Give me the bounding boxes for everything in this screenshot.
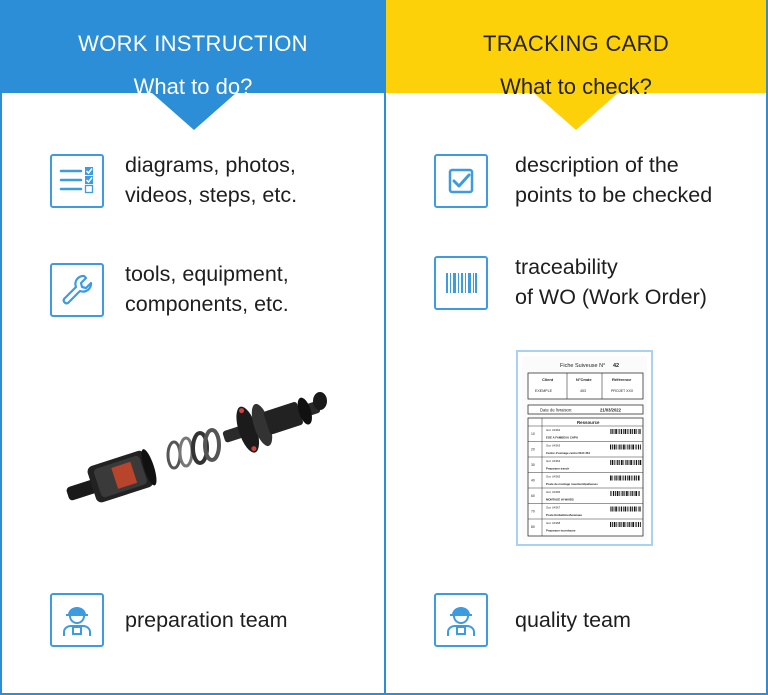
- card-resource-header: Ressource: [577, 420, 600, 425]
- tracking-card-subtitle: What to check?: [500, 74, 652, 99]
- card-row-barcode: [610, 460, 642, 465]
- card-row-code: Gcn U4365: [546, 475, 561, 479]
- card-row-desc: Poste de montage roue/ment/pelleeses: [546, 482, 598, 486]
- tools-line-1: tools, equipment,: [125, 262, 289, 286]
- diagrams-text: diagrams, photos, videos, steps, etc.: [125, 150, 297, 210]
- card-row-barcode: [610, 475, 640, 481]
- card-row-desc: Centre d'usinage centre DHC 361: [546, 451, 590, 455]
- tracking-card-title: TRACKING CARD: [482, 31, 670, 56]
- card-row-desc: Poste Emballoire/Amenaeu: [546, 513, 582, 517]
- card-row-barcode: [610, 429, 641, 434]
- tools-line-2: components, etc.: [125, 292, 289, 316]
- description-text: description of the points to be checked: [515, 150, 712, 210]
- card-row-code: Gcn U4366: [546, 490, 561, 494]
- work-instruction-panel: WORK INSTRUCTION What to do? diagrams, p…: [0, 0, 386, 695]
- card-row-op: 70: [531, 510, 535, 514]
- card-heading: Fiche Suiveuse N°: [560, 363, 605, 369]
- work-instruction-subtitle: What to do?: [133, 74, 253, 99]
- checkbox-icon: [434, 154, 488, 208]
- card-row-barcode: [610, 506, 641, 512]
- tools-text: tools, equipment, components, etc.: [125, 259, 289, 319]
- wrench-icon: [50, 263, 104, 317]
- work-instruction-header: WORK INSTRUCTION What to do?: [2, 0, 386, 130]
- card-row-op: 60: [531, 494, 535, 498]
- preparation-team-label: preparation team: [125, 608, 288, 632]
- worker-icon: [434, 593, 488, 647]
- worker-icon: [50, 593, 104, 647]
- card-row-desc: EOE A FAMBEAU CHPH: [546, 436, 578, 440]
- checklist-icon: [50, 154, 104, 208]
- traceability-line-2: of WO (Work Order): [515, 285, 707, 309]
- card-col-ref: Référence: [612, 377, 632, 382]
- header-banner-blue: [2, 0, 386, 130]
- card-col-client: Client: [542, 377, 554, 382]
- card-row-desc: MONTAGE HI-WAIDS: [546, 498, 574, 502]
- card-row-code: Gcn U4367: [546, 506, 561, 510]
- traceability-line-1: traceability: [515, 255, 618, 279]
- traceability-text: traceability of WO (Work Order): [515, 252, 707, 312]
- description-line-1: description of the: [515, 153, 679, 177]
- card-val-ref: PROJET XXX: [611, 389, 634, 393]
- card-row-barcode: [610, 491, 640, 496]
- exploded-assembly-image: [66, 392, 327, 503]
- card-row-barcode: [610, 522, 641, 527]
- header-banner-yellow: [386, 0, 766, 130]
- diagrams-line-2: videos, steps, etc.: [125, 183, 298, 207]
- card-row-code: Gcn U4362: [546, 428, 561, 432]
- work-instruction-title: WORK INSTRUCTION: [78, 31, 308, 56]
- tracking-card-panel: TRACKING CARD What to check? description…: [384, 0, 768, 695]
- card-row-desc: Preparaon tournhaure: [546, 529, 576, 533]
- quality-team-label: quality team: [515, 608, 631, 632]
- card-delivery-label: Date de livraison:: [540, 408, 572, 413]
- card-val-client: EXEMPLE: [535, 389, 553, 393]
- card-row-code: Gcn U4368: [546, 521, 561, 525]
- card-row-desc: Preparaon tranch: [546, 467, 569, 471]
- card-number: 42: [613, 363, 619, 369]
- card-row-barcode: [610, 444, 641, 450]
- tracking-card-sheet: Fiche Suiveuse N° 42 Client N°Cmde Référ…: [527, 363, 644, 537]
- tracking-card-header: TRACKING CARD What to check?: [386, 0, 766, 130]
- description-line-2: points to be checked: [515, 183, 713, 207]
- barcode-icon: [434, 256, 488, 310]
- diagrams-line-1: diagrams, photos,: [125, 153, 296, 177]
- card-row-code: Gcn U4363: [546, 444, 561, 448]
- card-col-order: N°Cmde: [576, 377, 592, 382]
- card-row-code: Gcn U4364: [546, 459, 561, 463]
- card-row-op: 20: [531, 448, 535, 452]
- card-row-op: 40: [531, 479, 535, 483]
- tracking-card-image: Fiche Suiveuse N° 42 Client N°Cmde Référ…: [516, 350, 653, 546]
- card-val-order: 453: [580, 389, 586, 393]
- card-row-op: 10: [531, 432, 535, 436]
- card-delivery-date: 21/03/2022: [600, 408, 622, 413]
- card-row-op: 30: [531, 463, 535, 467]
- card-row-op: 80: [531, 525, 535, 529]
